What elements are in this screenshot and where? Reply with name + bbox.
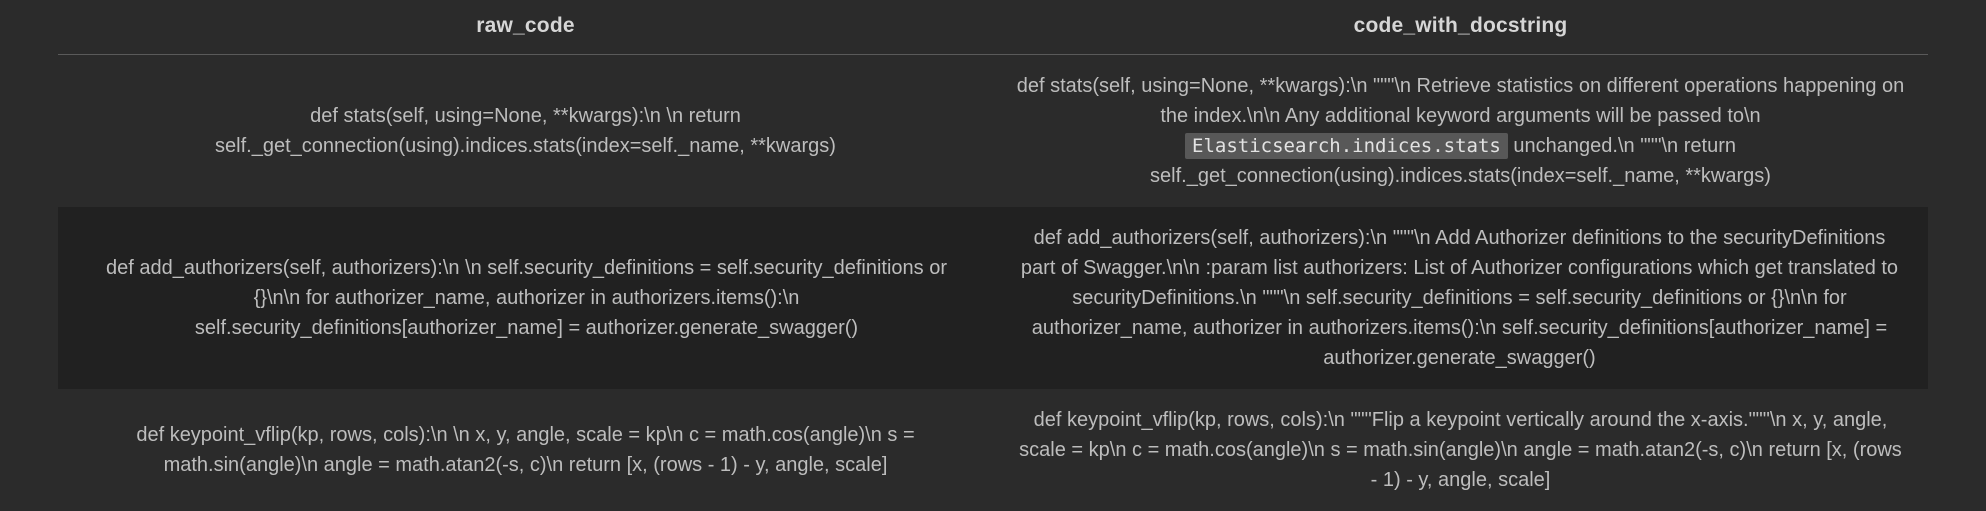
- cell-code-with-docstring: def stats(self, using=None, **kwargs):\n…: [993, 55, 1928, 208]
- cell-raw-code: def stats(self, using=None, **kwargs):\n…: [58, 55, 993, 208]
- dataset-table: raw_code code_with_docstring def stats(s…: [58, 0, 1928, 511]
- cell-text-before-code: def stats(self, using=None, **kwargs):\n…: [1017, 75, 1905, 127]
- table-header-row: raw_code code_with_docstring: [58, 0, 1928, 55]
- column-header-code-with-docstring[interactable]: code_with_docstring: [993, 0, 1928, 55]
- cell-text: def keypoint_vflip(kp, rows, cols):\n ""…: [1019, 409, 1902, 491]
- dataset-table-viewer: raw_code code_with_docstring def stats(s…: [0, 0, 1986, 496]
- column-header-raw-code[interactable]: raw_code: [58, 0, 993, 55]
- table-row: def stats(self, using=None, **kwargs):\n…: [58, 55, 1928, 208]
- table-row: def add_authorizers(self, authorizers):\…: [58, 207, 1928, 389]
- cell-text: def stats(self, using=None, **kwargs):\n…: [215, 105, 836, 157]
- cell-text: def add_authorizers(self, authorizers):\…: [106, 257, 947, 339]
- table-header: raw_code code_with_docstring: [58, 0, 1928, 55]
- cell-code-with-docstring: def add_authorizers(self, authorizers):\…: [993, 207, 1928, 389]
- inline-code-token: Elasticsearch.indices.stats: [1185, 133, 1508, 159]
- table-body: def stats(self, using=None, **kwargs):\n…: [58, 55, 1928, 511]
- cell-raw-code: def keypoint_vflip(kp, rows, cols):\n \n…: [58, 389, 993, 511]
- cell-text: def add_authorizers(self, authorizers):\…: [1021, 227, 1898, 369]
- cell-raw-code: def add_authorizers(self, authorizers):\…: [58, 207, 993, 389]
- cell-text: def keypoint_vflip(kp, rows, cols):\n \n…: [136, 424, 914, 476]
- cell-code-with-docstring: def keypoint_vflip(kp, rows, cols):\n ""…: [993, 389, 1928, 511]
- table-row: def keypoint_vflip(kp, rows, cols):\n \n…: [58, 389, 1928, 511]
